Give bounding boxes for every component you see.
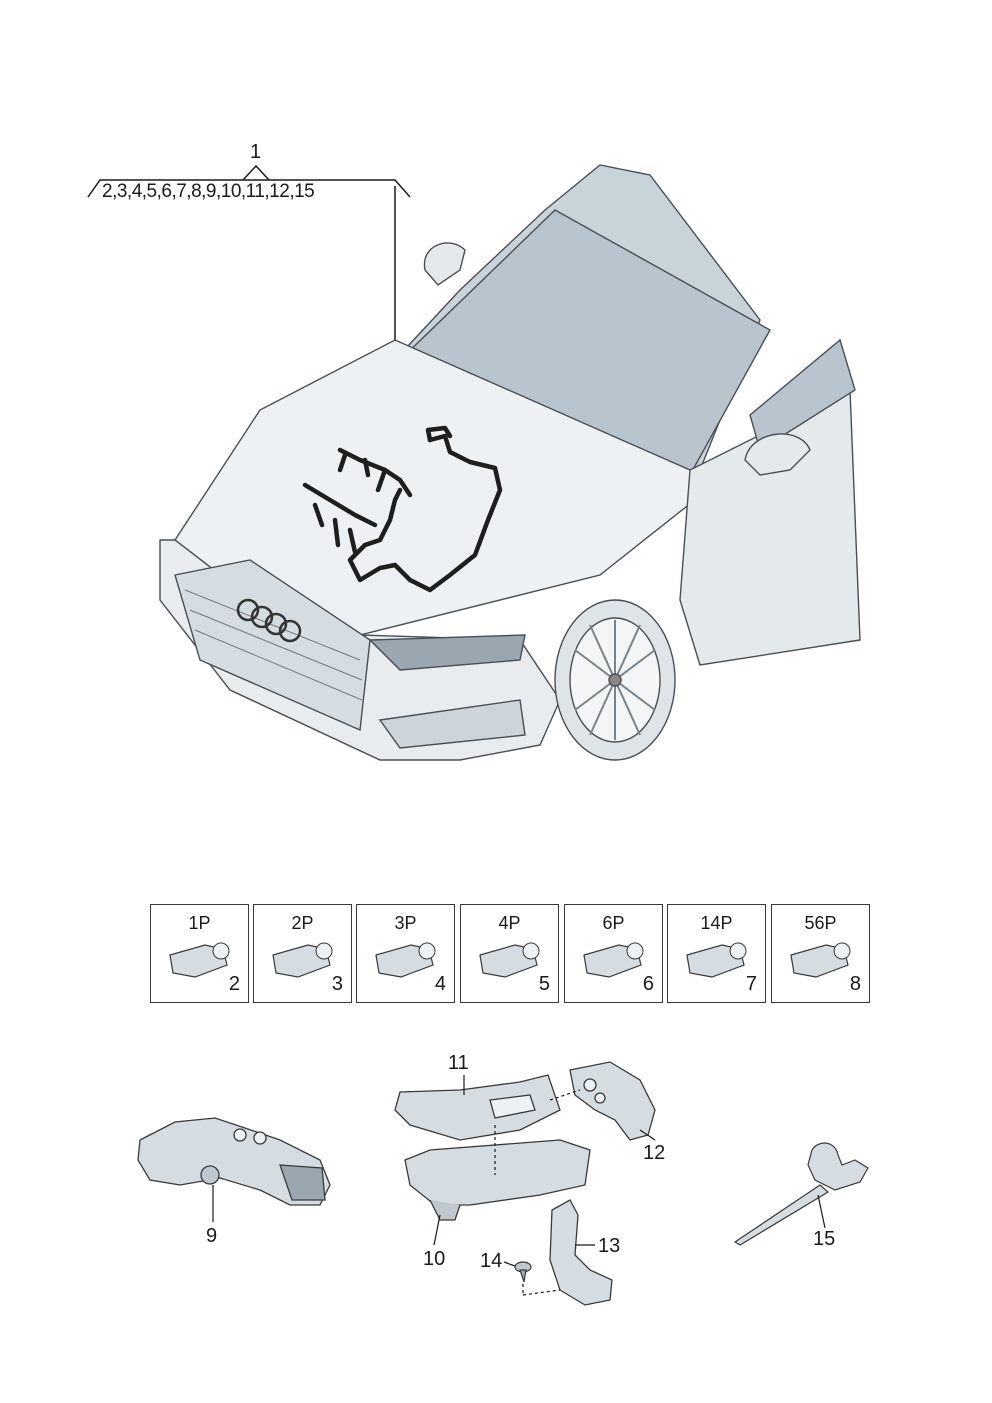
part-13-illustration bbox=[549, 1199, 613, 1306]
connector-part-number: 7 bbox=[745, 973, 757, 995]
part-13-label[interactable]: 13 bbox=[598, 1235, 621, 1257]
connector-pin-count: 14P bbox=[700, 913, 733, 933]
connector-icon bbox=[790, 942, 851, 978]
connector-box-5[interactable]: 4P 5 bbox=[460, 904, 559, 1003]
connector-icon bbox=[583, 942, 644, 978]
connector-box-4[interactable]: 3P 4 bbox=[356, 904, 455, 1003]
part-12-illustration bbox=[569, 1061, 656, 1141]
connector-pin-count: 6P bbox=[602, 913, 625, 933]
connector-icon bbox=[169, 942, 230, 978]
connector-pin-count: 3P bbox=[394, 913, 417, 933]
connector-icon bbox=[375, 942, 436, 978]
connector-part-number: 2 bbox=[228, 973, 240, 995]
connector-part-number: 5 bbox=[538, 973, 550, 995]
connector-pin-count: 4P bbox=[498, 913, 521, 933]
part-9-label[interactable]: 9 bbox=[206, 1225, 218, 1247]
connector-pin-count: 1P bbox=[188, 913, 211, 933]
connector-icon bbox=[686, 942, 747, 978]
part-11-illustration bbox=[394, 1074, 561, 1141]
connector-pin-count: 2P bbox=[291, 913, 314, 933]
main-part-label: 1 bbox=[250, 141, 262, 163]
part-14-illustration bbox=[514, 1261, 532, 1283]
connector-box-3[interactable]: 2P 3 bbox=[253, 904, 352, 1003]
connector-box-8[interactable]: 56P 8 bbox=[771, 904, 870, 1003]
connector-box-7[interactable]: 14P 7 bbox=[667, 904, 766, 1003]
connector-box-2[interactable]: 1P 2 bbox=[150, 904, 249, 1003]
part-9-illustration bbox=[137, 1117, 331, 1206]
connector-icon bbox=[272, 942, 333, 978]
connector-part-number: 3 bbox=[331, 973, 343, 995]
connector-part-number: 8 bbox=[849, 973, 861, 995]
connector-pin-count: 56P bbox=[804, 913, 837, 933]
sub-reference-list: 2,3,4,5,6,7,8,9,10,11,12,15 bbox=[102, 181, 315, 202]
car-illustration bbox=[159, 164, 861, 761]
part-11-label[interactable]: 11 bbox=[448, 1052, 469, 1074]
part-14-label[interactable]: 14 bbox=[480, 1250, 503, 1272]
connector-part-number: 4 bbox=[434, 973, 446, 995]
leader-lines bbox=[212, 1075, 826, 1296]
connector-icon bbox=[479, 942, 540, 978]
part-10-label[interactable]: 10 bbox=[423, 1248, 446, 1270]
connector-part-number: 6 bbox=[642, 973, 654, 995]
wiring-harness bbox=[302, 425, 503, 593]
part-15-label[interactable]: 15 bbox=[813, 1228, 836, 1250]
part-15-illustration bbox=[733, 1142, 869, 1246]
part-10-illustration bbox=[404, 1139, 591, 1221]
part-12-label[interactable]: 12 bbox=[643, 1142, 666, 1164]
connector-box-6[interactable]: 6P 6 bbox=[564, 904, 663, 1003]
